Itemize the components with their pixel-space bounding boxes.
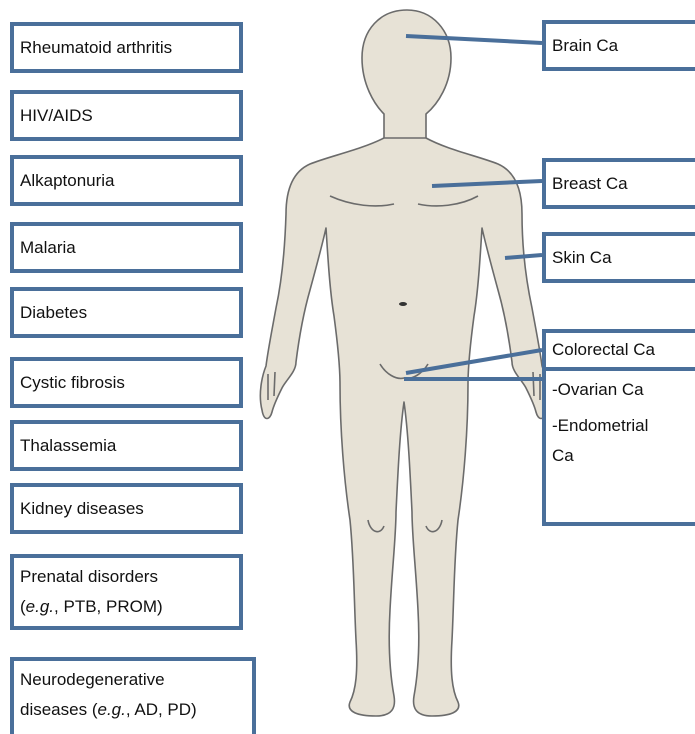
label-text: Skin Ca [552,244,612,272]
label-text: Thalassemia [20,432,116,460]
body-torso-limbs [260,138,547,716]
label-breast-ca: Breast Ca [542,158,695,209]
human-body-figure [260,10,547,716]
label-text: Diabetes [20,299,87,327]
label-line-2: -Endometrial [552,411,689,441]
label-rheumatoid-arthritis: Rheumatoid arthritis [10,22,243,73]
label-alkaptonuria: Alkaptonuria [10,155,243,206]
label-brain-ca: Brain Ca [542,20,695,71]
label-text: Kidney diseases [20,495,144,523]
label-text: Rheumatoid arthritis [20,34,172,62]
label-text: Cystic fibrosis [20,369,125,397]
label-cystic-fibrosis: Cystic fibrosis [10,357,243,408]
label-colorectal-ca: Colorectal Ca [542,329,695,371]
label-text: Malaria [20,234,76,262]
label-line-2: diseases (e.g., AD, PD) [20,695,246,725]
label-line-3: Ca [552,441,689,471]
label-text: Breast Ca [552,170,628,198]
label-ovarian-endometrial-ca: -Ovarian Ca -Endometrial Ca [542,371,695,526]
label-text: Colorectal Ca [552,336,655,364]
label-line-1: Prenatal disorders [20,562,233,592]
label-malaria: Malaria [10,222,243,273]
label-prenatal-disorders: Prenatal disorders (e.g., PTB, PROM) [10,554,243,630]
label-neurodegenerative-diseases: Neurodegenerative diseases (e.g., AD, PD… [10,657,256,734]
label-diabetes: Diabetes [10,287,243,338]
label-text: Alkaptonuria [20,167,115,195]
label-line-1: Neurodegenerative [20,665,246,695]
label-line-1: -Ovarian Ca [552,375,689,405]
label-text: HIV/AIDS [20,102,93,130]
label-kidney-diseases: Kidney diseases [10,483,243,534]
label-line-2: (e.g., PTB, PROM) [20,592,233,622]
label-hiv-aids: HIV/AIDS [10,90,243,141]
body-head [362,10,451,142]
body-navel [399,302,407,306]
label-skin-ca: Skin Ca [542,232,695,283]
label-thalassemia: Thalassemia [10,420,243,471]
label-text: Brain Ca [552,32,618,60]
